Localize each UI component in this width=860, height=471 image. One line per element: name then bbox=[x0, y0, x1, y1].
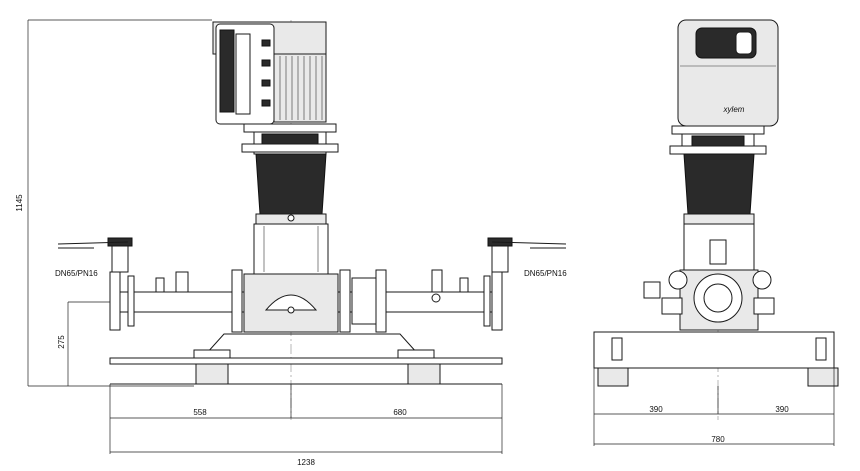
right-foot bbox=[407, 363, 441, 385]
side-foot-left bbox=[597, 367, 629, 387]
side-view: xylem bbox=[593, 19, 839, 446]
left-valve-body bbox=[111, 243, 129, 273]
pressure-switch bbox=[643, 281, 661, 299]
motor-flange bbox=[243, 123, 337, 133]
side-pump-head bbox=[683, 153, 755, 215]
flange-right-label: DN65/PN16 bbox=[524, 269, 567, 278]
side-left-label: 390 bbox=[649, 405, 663, 414]
pump-base bbox=[243, 273, 339, 333]
side-valve-body bbox=[709, 239, 727, 265]
base-frame bbox=[109, 333, 503, 385]
pipe-tap-1 bbox=[155, 277, 165, 293]
left-foot bbox=[195, 363, 229, 385]
side-coupling bbox=[669, 125, 767, 155]
right-end-flange bbox=[491, 271, 503, 331]
front-view: 1145 275 558 680 1238 DN65/PN16 DN65/PN1… bbox=[15, 19, 567, 467]
side-display-button bbox=[735, 31, 753, 55]
pressure-port bbox=[431, 293, 441, 303]
pump-stack bbox=[253, 153, 329, 275]
coupling-housing bbox=[241, 123, 339, 155]
check-valve bbox=[351, 277, 377, 325]
frame-rail bbox=[109, 357, 503, 365]
right-flange-inner bbox=[483, 275, 491, 327]
left-end-flange bbox=[109, 271, 121, 331]
side-frame-post-right bbox=[815, 337, 827, 361]
frame-left-plate bbox=[193, 349, 231, 359]
right-manifold bbox=[753, 297, 775, 315]
drive-front-panel bbox=[235, 33, 251, 115]
flange-left-label: DN65/PN16 bbox=[55, 269, 98, 278]
frame-bracket bbox=[205, 333, 419, 355]
vent-plug bbox=[287, 214, 295, 222]
left-flange-inner bbox=[127, 275, 135, 327]
brand-label: xylem bbox=[723, 105, 745, 114]
left-valve-handle bbox=[57, 241, 129, 245]
side-drive: xylem bbox=[677, 19, 779, 127]
side-total-label: 780 bbox=[711, 435, 725, 444]
pipework bbox=[109, 269, 503, 333]
overall-height-label: 1145 bbox=[15, 194, 24, 212]
right-offset-label: 680 bbox=[393, 408, 407, 417]
motor-drive bbox=[212, 21, 327, 125]
motor-fins bbox=[279, 56, 323, 120]
side-base-flange bbox=[669, 145, 767, 155]
cable-glands bbox=[261, 39, 271, 107]
total-length-label: 1238 bbox=[297, 458, 315, 467]
pipe-tap-4 bbox=[459, 277, 469, 293]
pump-head bbox=[255, 153, 327, 215]
pipe-tap-2 bbox=[175, 271, 189, 293]
drive-side-panel bbox=[219, 29, 235, 113]
frame-right-plate bbox=[397, 349, 435, 359]
left-manifold bbox=[661, 297, 683, 315]
right-valve bbox=[487, 237, 567, 273]
side-gauges bbox=[643, 270, 775, 315]
side-dimensions bbox=[593, 368, 835, 446]
pipe-height-label: 275 bbox=[57, 335, 66, 349]
left-pump-flange bbox=[231, 269, 243, 333]
left-pressure-gauge bbox=[668, 270, 688, 290]
front-dimensions bbox=[27, 19, 503, 454]
side-right-label: 390 bbox=[775, 405, 789, 414]
drain-plug bbox=[287, 306, 295, 314]
right-pump-flange bbox=[339, 269, 351, 333]
right-valve-handle bbox=[491, 241, 567, 245]
motor-fins-block bbox=[273, 53, 327, 123]
coupling-base-flange bbox=[241, 143, 339, 153]
pump-sleeve bbox=[253, 223, 329, 275]
side-pump-collar bbox=[683, 213, 755, 225]
side-pump bbox=[679, 153, 759, 331]
side-base bbox=[593, 331, 839, 387]
left-offset-label: 558 bbox=[193, 408, 207, 417]
side-foot-right bbox=[807, 367, 839, 387]
side-frame bbox=[593, 331, 835, 369]
right-pressure-gauge bbox=[752, 270, 772, 290]
left-valve bbox=[57, 237, 133, 273]
side-motor-flange bbox=[671, 125, 765, 135]
side-outlet-bore bbox=[703, 283, 733, 313]
side-frame-post-left bbox=[611, 337, 623, 361]
right-valve-body bbox=[491, 243, 509, 273]
pipe-tap-3 bbox=[431, 269, 443, 293]
base-arch bbox=[264, 294, 318, 311]
valve-flange bbox=[375, 269, 387, 333]
